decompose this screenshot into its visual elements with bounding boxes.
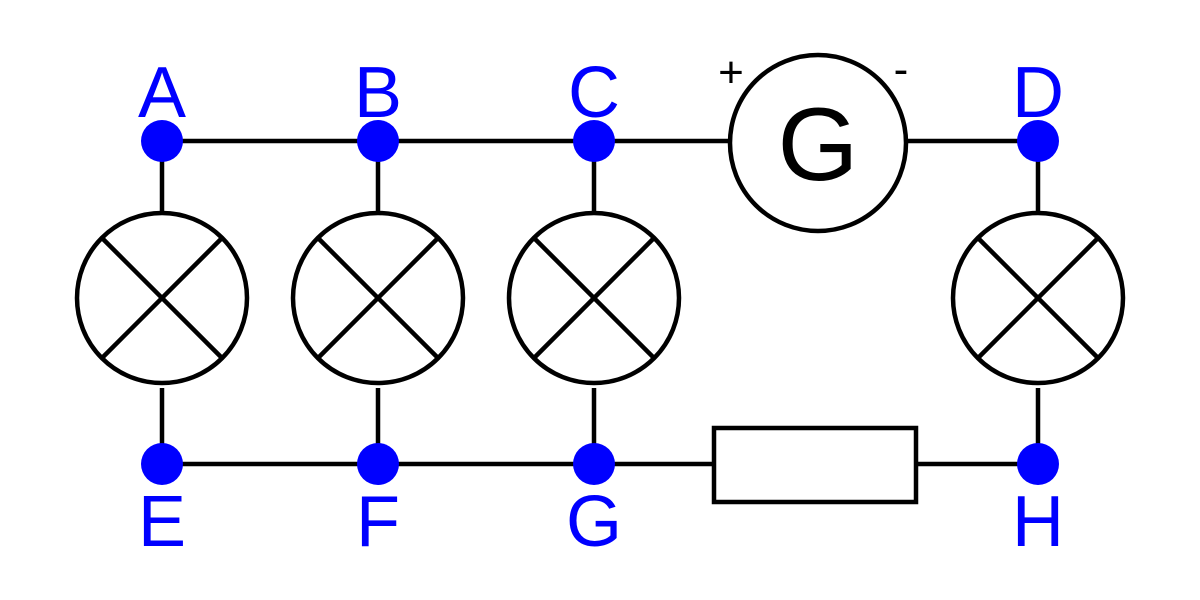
generator-negative-terminal: - (894, 45, 909, 94)
node-B-dot (357, 120, 399, 162)
lamp-BF (290, 210, 466, 386)
node-label-A: A (138, 53, 186, 133)
node-label-H: H (1012, 482, 1064, 562)
node-dots (141, 120, 1059, 485)
node-H-dot (1017, 443, 1059, 485)
lamp-CG (506, 210, 682, 386)
generator-positive-terminal: + (718, 48, 744, 97)
generator: G + - (718, 45, 909, 234)
node-A-dot (141, 120, 183, 162)
node-C-dot (573, 120, 615, 162)
node-label-F: F (356, 482, 400, 562)
node-label-G: G (566, 482, 622, 562)
resistor (711, 425, 919, 505)
lamp-DH (950, 210, 1126, 386)
node-label-C: C (568, 53, 620, 133)
generator-label: G (778, 87, 859, 203)
node-F-dot (357, 443, 399, 485)
node-D-dot (1017, 120, 1059, 162)
node-label-E: E (138, 482, 186, 562)
node-E-dot (141, 443, 183, 485)
node-label-B: B (354, 53, 402, 133)
lamp-AE (74, 210, 250, 386)
node-G-dot (573, 443, 615, 485)
node-label-D: D (1012, 53, 1064, 133)
